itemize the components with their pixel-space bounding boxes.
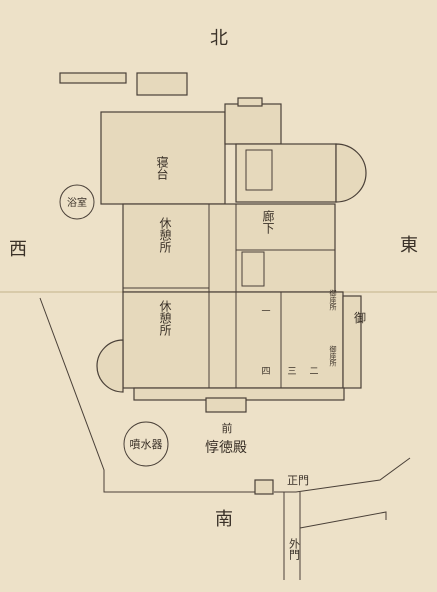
room-label-rest-lower: 休憩所 (158, 300, 172, 336)
north-outbuilding-right (136, 72, 188, 96)
staircase-middle (241, 251, 265, 287)
room-label-imperial-right: 御座所 (329, 345, 337, 368)
fountain-label: 噴水器 (130, 438, 163, 451)
north-label: 北 (210, 28, 228, 49)
northeast-bay (335, 143, 367, 203)
outer-gate-label: 外門 (288, 538, 301, 561)
room-number-4: 四 (261, 367, 270, 377)
gatehouse (254, 479, 274, 495)
bath-house (59, 184, 95, 220)
north-outbuilding-left (59, 72, 127, 84)
east-boundary-wall (274, 457, 411, 493)
room-label-imperial: 御 (354, 310, 366, 325)
staircase-north (245, 149, 273, 191)
southwest-bay (96, 339, 124, 393)
south-label: 南 (215, 509, 233, 530)
main-gate-label: 正門 (287, 474, 309, 487)
west-boundary-wall (39, 297, 258, 493)
south-annex-wall (299, 511, 387, 529)
east-wing (342, 295, 362, 389)
bath-label: 浴室 (67, 196, 87, 209)
north-wing-right (224, 103, 282, 145)
front-steps (205, 397, 247, 413)
building-name: 惇徳殿 (205, 439, 247, 456)
room-number-3: 三 (287, 367, 296, 377)
east-label: 東 (400, 235, 418, 256)
room-label-rest-upper: 休憩所 (158, 217, 172, 253)
front-label: 前 (222, 421, 233, 435)
northeast-room (235, 143, 337, 203)
room-label-upper-right: 廊下 (261, 209, 275, 234)
main-building (96, 97, 367, 413)
north-chimney (237, 97, 263, 107)
west-label: 西 (9, 239, 27, 260)
room-number-2: 二 (309, 367, 318, 377)
room-label-imperial-side: 御座所 (329, 289, 337, 312)
middle-block (122, 203, 336, 293)
north-wing-left (100, 111, 226, 205)
fountain (123, 421, 169, 467)
room-number-1: 一 (261, 307, 270, 317)
room-label-upper-left: 寝台 (155, 155, 169, 180)
